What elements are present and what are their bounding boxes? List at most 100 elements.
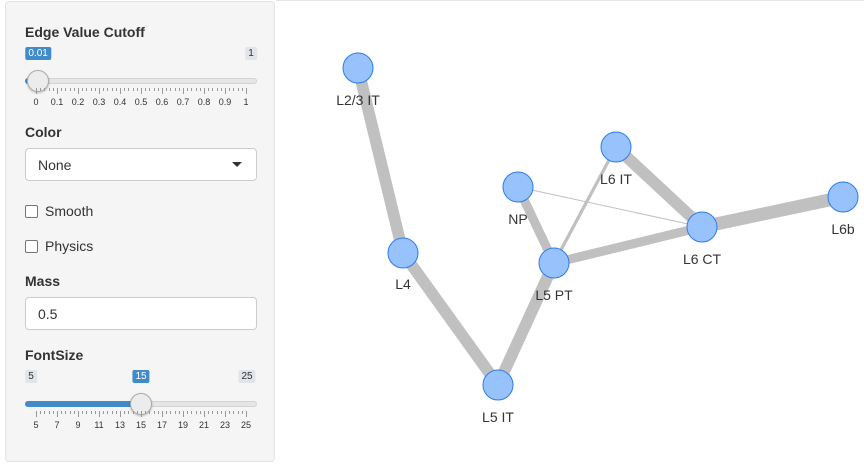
physics-checkbox-row[interactable]: Physics bbox=[25, 238, 93, 254]
edge-l5pt-l6it[interactable] bbox=[552, 146, 618, 264]
slider-tick-label: 0.9 bbox=[218, 97, 232, 107]
slider-tick bbox=[162, 411, 163, 417]
slider-tick bbox=[166, 411, 168, 414]
slider-tick-label: 19 bbox=[177, 420, 189, 430]
slider-tick bbox=[141, 88, 142, 94]
node-l23it[interactable]: L2/3 IT bbox=[336, 52, 380, 108]
slider-tick bbox=[69, 88, 71, 91]
slider-tick bbox=[162, 88, 163, 94]
slider-tick bbox=[107, 88, 109, 91]
slider-tick bbox=[216, 411, 218, 414]
slider-tick bbox=[65, 88, 67, 91]
slider-tick bbox=[208, 411, 210, 414]
edge-cutoff-value-badge: 0.01 bbox=[25, 47, 51, 60]
slider-tick bbox=[241, 411, 243, 414]
slider-tick bbox=[78, 411, 79, 417]
edge-l6ct-l6b[interactable] bbox=[700, 190, 845, 234]
slider-tick bbox=[233, 411, 235, 414]
edge-l4-l5it[interactable] bbox=[398, 249, 503, 389]
slider-tick bbox=[195, 88, 197, 91]
slider-tick bbox=[157, 411, 159, 414]
slider-tick bbox=[174, 88, 176, 91]
slider-tick-label: 1 bbox=[243, 97, 249, 107]
slider-tick bbox=[141, 411, 142, 417]
node-l6ct[interactable]: L6 CT bbox=[683, 211, 722, 267]
top-divider bbox=[276, 0, 864, 1]
slider-tick-label: 13 bbox=[114, 420, 126, 430]
edge-l5pt-l6ct[interactable] bbox=[552, 222, 704, 268]
slider-tick bbox=[187, 88, 189, 91]
node-label: NP bbox=[508, 211, 527, 227]
slider-tick bbox=[170, 88, 172, 91]
edge-cutoff-track[interactable] bbox=[25, 78, 257, 84]
smooth-checkbox-row[interactable]: Smooth bbox=[25, 203, 93, 219]
network-nodes[interactable]: L2/3 IT L4 L5 IT L5 PT NP L6 IT L6 CT L6b bbox=[336, 52, 859, 425]
slider-tick-label: 9 bbox=[75, 420, 81, 430]
edge-cutoff-slider[interactable]: 0 1 0.01 00.10.20.30.40.50.60.70.80.91 bbox=[25, 47, 257, 107]
node-label: L4 bbox=[395, 276, 411, 292]
edge-cutoff-label: Edge Value Cutoff bbox=[25, 24, 145, 40]
node-l5it[interactable]: L5 IT bbox=[482, 369, 514, 425]
slider-tick bbox=[73, 88, 75, 91]
edge-l5it-l5pt[interactable] bbox=[492, 260, 560, 388]
node-l5pt[interactable]: L5 PT bbox=[535, 247, 573, 303]
node-np[interactable]: NP bbox=[502, 171, 534, 227]
slider-tick bbox=[174, 411, 176, 414]
slider-tick bbox=[132, 88, 134, 91]
node-l6b[interactable]: L6b bbox=[827, 181, 859, 237]
slider-tick bbox=[229, 88, 231, 91]
slider-tick bbox=[229, 411, 231, 414]
slider-tick bbox=[86, 411, 88, 414]
node-l6it[interactable]: L6 IT bbox=[600, 131, 632, 187]
slider-tick bbox=[216, 88, 218, 91]
mass-input[interactable]: 0.5 bbox=[25, 297, 257, 330]
edge-np-l6ct[interactable] bbox=[517, 186, 703, 228]
slider-tick bbox=[166, 88, 168, 91]
node-circle[interactable] bbox=[342, 52, 374, 84]
slider-tick bbox=[183, 411, 184, 417]
edge-cutoff-handle[interactable] bbox=[27, 70, 50, 92]
slider-tick-label: 0 bbox=[33, 97, 39, 107]
slider-tick bbox=[94, 411, 96, 414]
caret-down-icon bbox=[232, 162, 242, 167]
color-select-value: None bbox=[38, 157, 72, 173]
edge-l6it-l6ct[interactable] bbox=[612, 142, 706, 232]
slider-tick bbox=[36, 411, 37, 417]
slider-tick bbox=[199, 411, 201, 414]
slider-tick bbox=[107, 411, 109, 414]
slider-tick bbox=[82, 411, 84, 414]
slider-tick bbox=[61, 88, 63, 91]
fontsize-min-badge: 5 bbox=[25, 370, 37, 383]
slider-tick bbox=[111, 88, 113, 91]
network-edges bbox=[352, 66, 845, 389]
slider-tick bbox=[99, 411, 100, 417]
slider-tick bbox=[69, 411, 71, 414]
slider-tick bbox=[178, 88, 180, 91]
color-select[interactable]: None bbox=[25, 148, 257, 181]
edge-l23it-l4[interactable] bbox=[352, 66, 409, 255]
slider-tick bbox=[82, 88, 84, 91]
physics-label: Physics bbox=[45, 238, 94, 254]
physics-checkbox[interactable] bbox=[25, 239, 38, 253]
node-circle[interactable] bbox=[502, 171, 534, 203]
slider-tick bbox=[237, 88, 239, 91]
node-circle[interactable] bbox=[387, 237, 419, 269]
slider-tick-label: 7 bbox=[54, 420, 60, 430]
slider-tick bbox=[103, 411, 105, 414]
slider-tick bbox=[241, 88, 243, 91]
node-circle[interactable] bbox=[538, 247, 570, 279]
slider-tick bbox=[73, 411, 75, 414]
slider-tick bbox=[57, 88, 58, 94]
node-circle[interactable] bbox=[600, 131, 632, 163]
node-l4[interactable]: L4 bbox=[387, 237, 419, 292]
slider-tick bbox=[212, 88, 214, 91]
smooth-checkbox[interactable] bbox=[25, 204, 38, 218]
node-circle[interactable] bbox=[827, 181, 859, 213]
node-circle[interactable] bbox=[686, 211, 718, 243]
network-graph[interactable]: L2/3 IT L4 L5 IT L5 PT NP L6 IT L6 CT L6b bbox=[276, 0, 864, 468]
slider-tick bbox=[132, 411, 134, 414]
node-circle[interactable] bbox=[482, 369, 514, 401]
slider-tick bbox=[90, 411, 92, 414]
